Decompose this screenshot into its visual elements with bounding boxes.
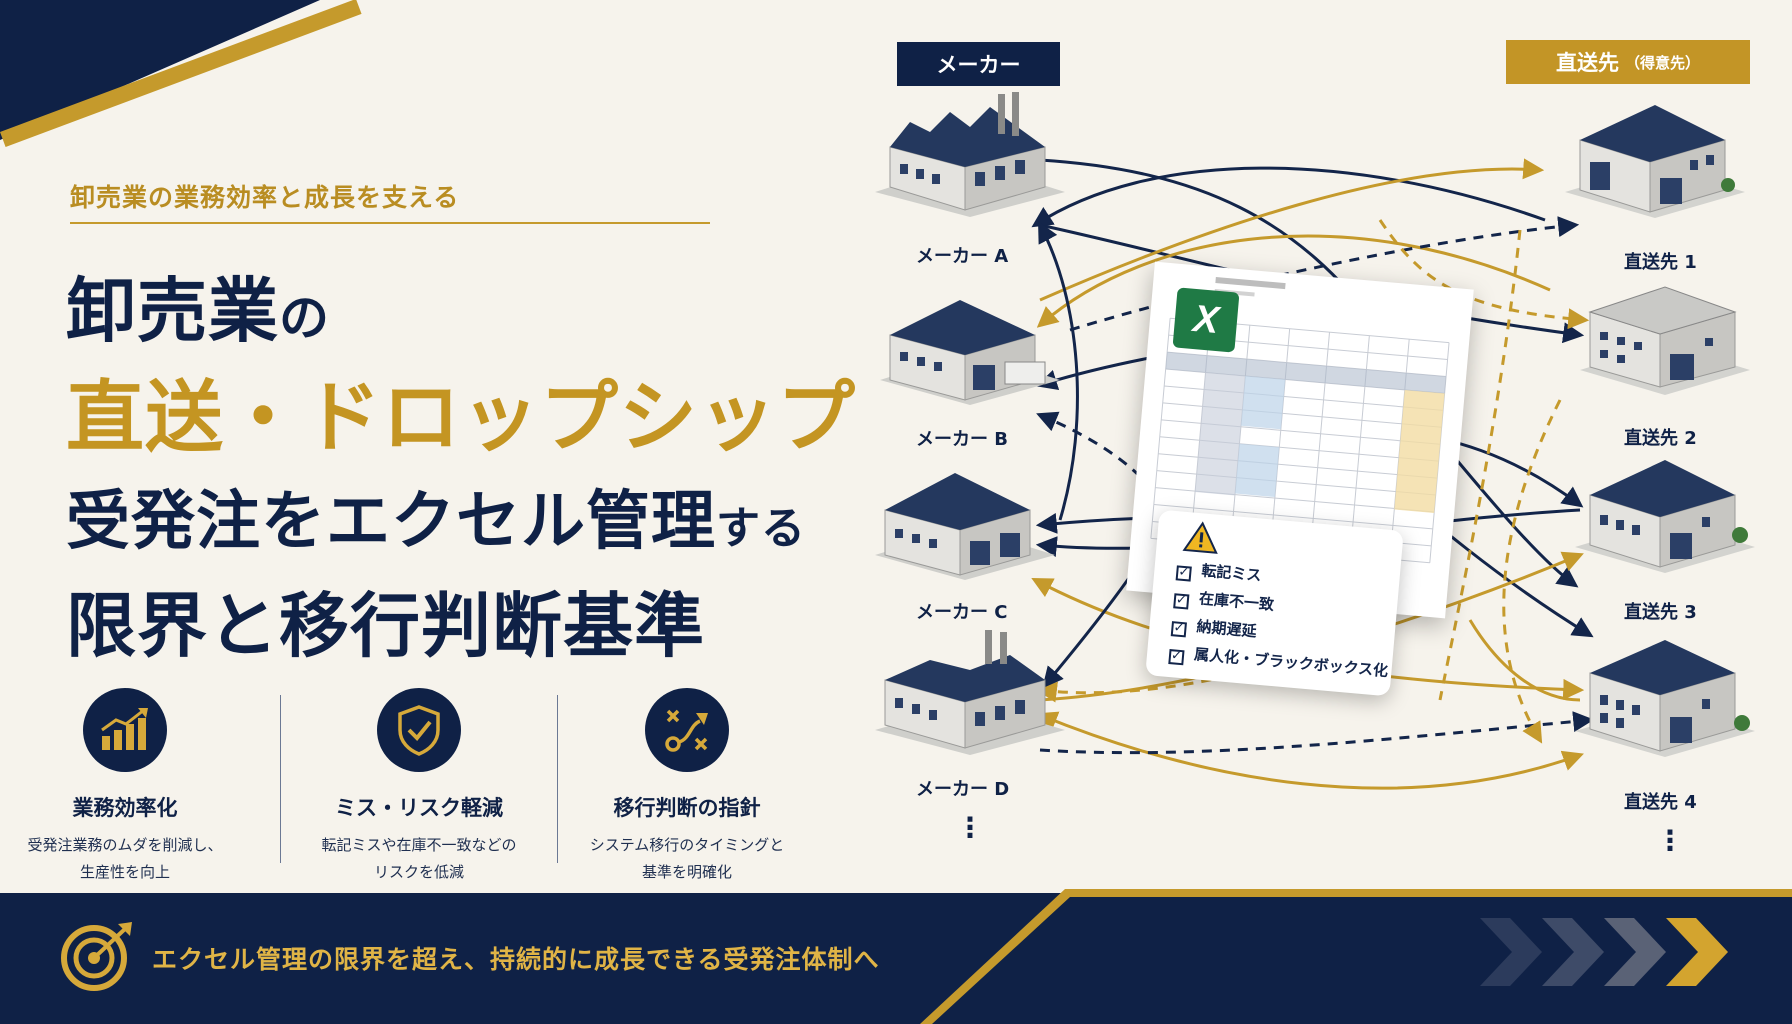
maker-factory-icon: [875, 630, 1065, 755]
feature-description: システム移行のタイミングと基準を明確化: [589, 836, 785, 881]
destinations-column-label: 直送先（得意先）: [1506, 40, 1750, 84]
destination-label-4: 直送先 4: [1624, 792, 1697, 813]
more-destinations-indicator: ⋮: [1656, 824, 1684, 857]
feature-migration-guide: 移行判断の指針 システム移行のタイミングと基準を明確化: [562, 688, 812, 886]
bottom-banner: [0, 893, 1792, 1024]
page-title-line-2: 直送・ドロップシップ: [66, 373, 857, 463]
kicker-divider: [70, 222, 710, 224]
checklist-item: ✓納期遅延: [1170, 613, 1258, 641]
checklist-item: ✓在庫不一致: [1173, 585, 1275, 615]
checklist-item: ✓属人化・ブラックボックス化: [1168, 641, 1389, 681]
feature-divider: [557, 695, 558, 863]
maker-label-a: メーカー A: [916, 246, 1009, 267]
more-makers-indicator: ⋮: [956, 811, 984, 844]
maker-label-b: メーカー B: [916, 429, 1008, 450]
makers-column-label: メーカー: [897, 42, 1060, 86]
feature-description: 転記ミスや在庫不一致などのリスクを低減: [321, 836, 517, 881]
destination-building-icon: [1580, 286, 1750, 395]
destination-building-icon: [1575, 460, 1755, 573]
issues-checklist: ✓転記ミス ✓在庫不一致 ✓納期遅延 ✓属人化・ブラックボックス化: [1145, 509, 1404, 697]
excel-icon: X: [1172, 287, 1240, 353]
checklist-item: ✓転記ミス: [1175, 557, 1263, 585]
feature-description: 受発注業務のムダを削減し、生産性を向上: [27, 836, 223, 881]
feature-title: ミス・リスク軽減: [335, 796, 503, 820]
feature-title: 業務効率化: [72, 796, 178, 820]
kicker-text: 卸売業の業務効率と成長を支える: [70, 183, 460, 212]
feature-divider: [280, 695, 281, 863]
page-title-line-4: 限界と移行判断基準: [66, 585, 705, 667]
maker-factory-icon: [875, 92, 1065, 217]
excel-spreadsheet: [1126, 261, 1474, 619]
destination-label-3: 直送先 3: [1624, 602, 1697, 623]
page-title-line-1: 卸売業の: [66, 270, 330, 352]
spreadsheet-grid: [1150, 277, 1450, 564]
feature-risk-reduction: ミス・リスク軽減 転記ミスや在庫不一致などのリスクを低減: [294, 688, 544, 886]
banner-message: エクセル管理の限界を超え、持続的に成長できる受発注体制へ: [152, 945, 880, 974]
maker-label-c: メーカー C: [916, 602, 1008, 623]
feature-efficiency: 業務効率化 受発注業務のムダを削減し、生産性を向上: [0, 688, 250, 886]
destination-label-1: 直送先 1: [1624, 252, 1697, 273]
shield-check-icon: [377, 688, 461, 772]
warning-icon: [1182, 521, 1218, 554]
maker-warehouse-icon: [875, 473, 1055, 580]
feature-title: 移行判断の指針: [613, 796, 761, 820]
destination-label-2: 直送先 2: [1624, 428, 1697, 449]
chevron-arrows-icon: [1480, 918, 1728, 986]
target-icon: [61, 922, 132, 991]
maker-warehouse-icon: [880, 300, 1060, 405]
destination-building-icon: [1565, 105, 1745, 218]
growth-chart-icon: [83, 688, 167, 772]
destination-building-icon: [1575, 640, 1755, 757]
maker-label-d: メーカー D: [916, 779, 1010, 800]
strategy-icon: [645, 688, 729, 772]
page-title-line-3: 受発注をエクセル管理する: [66, 485, 806, 559]
